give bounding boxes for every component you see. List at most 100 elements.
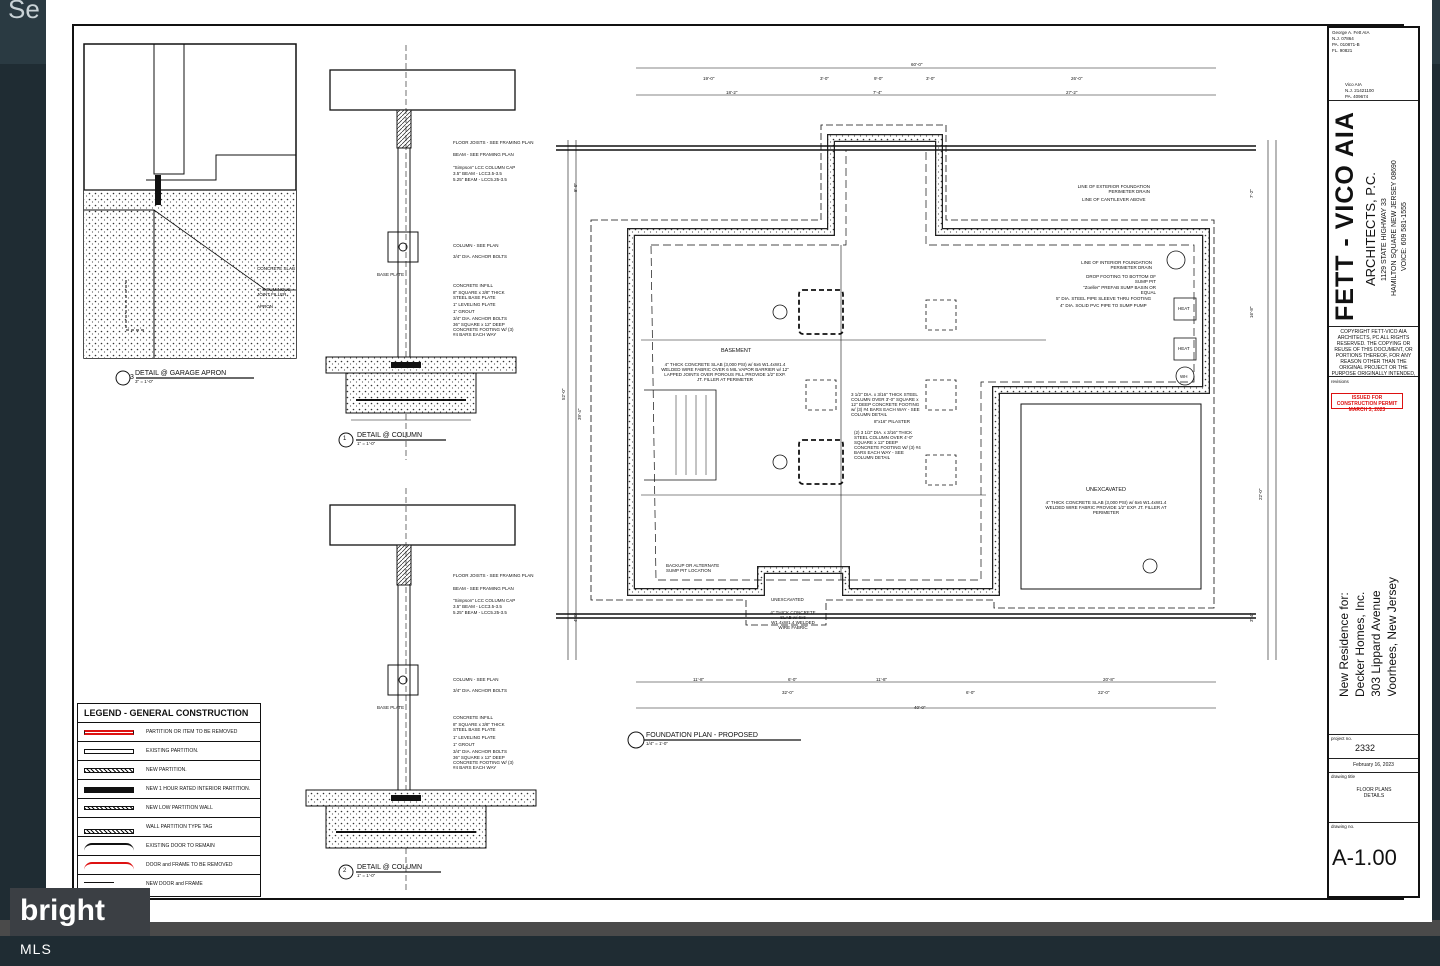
col2-note-anchor: 3/4" DIA. ANCHOR BOLTS (453, 688, 508, 693)
dim-bottom-overall: 40'-0" (914, 705, 926, 710)
col2-note-infill: CONCRETE INFILL (453, 715, 494, 720)
garage-apron-title: DETAIL @ GARAGE APRON (135, 370, 227, 377)
col2-note-plate: 8" SQUARE x 3/8" THICK STEEL BASE PLATE (453, 722, 505, 732)
col2-note-beam: BEAM - SEE FRAMING PLAN (453, 586, 514, 591)
dim-top: 9'-0" (874, 76, 883, 81)
drawing-linework (72, 24, 1404, 900)
col2-note-column: COLUMN - SEE PLAN (453, 677, 499, 682)
dim-bottom: 20'-8" (1103, 677, 1115, 682)
dim-top-overall: 60'-0" (911, 62, 923, 67)
col1-note-baseplate: BASE PLATE (377, 272, 405, 277)
dim-side: 22'-0" (1258, 488, 1263, 500)
col1-note-leveling: 1" LEVELING PLATE (453, 302, 496, 307)
drawing-number-cell: drawing no. A-1.00 (1329, 822, 1418, 898)
col1-note-anchor: 3/4" DIA. ANCHOR BOLTS (453, 254, 508, 259)
col2-note-leveling: 1" LEVELING PLATE (453, 735, 496, 740)
blueprint-sheet[interactable]: CONCRETE SLAB 1" BITUMINOUS JOINT FILLER… (46, 0, 1432, 922)
dim-bottom: 22'-0" (1098, 690, 1110, 695)
project-number-cell: project no. 2332 (1329, 734, 1418, 758)
dim-top: 3'-0" (820, 76, 829, 81)
col1-note-footing: 36" SQUARE x 12" DEEP CONCRETE FOOTING W… (453, 322, 514, 337)
firm-address-1: 1129 STATE HIGHWAY 33 (1381, 198, 1388, 281)
legend-row: NEW DOOR and FRAME (78, 875, 260, 894)
dim-bottom: 11'-8" (693, 677, 705, 682)
water-heater: WH (1180, 374, 1188, 379)
firm-sub: ARCHITECTS, P.C. (1363, 172, 1378, 286)
dim-top: 3'-0" (926, 76, 935, 81)
drain-note: 4" DIA. SOLID PVC PIPE TO SUMP PUMP (1060, 303, 1147, 308)
plan-title: FOUNDATION PLAN - PROPOSED (646, 732, 758, 739)
dim-top: 19'-0" (703, 76, 715, 81)
legend-row: NEW PARTITION. (78, 761, 260, 780)
col2-note-beam525: 5.25" BEAM - LCC5.25-3.5 (453, 610, 507, 615)
client-name: Decker Homes, Inc. (1353, 591, 1367, 696)
column-detail-1 (325, 45, 517, 460)
dim-side: 16'-8" (1249, 306, 1254, 318)
drain-note: "Zoeller" PREFAB SUMP BASIN OR EQUAL (1083, 285, 1156, 295)
column-note-1: 3 1/2" DIA. x 3/16" THICK STEEL COLUMN O… (851, 392, 920, 417)
title-block: George A. Fett AIA N.J. 07864 PA. 010871… (1327, 26, 1420, 898)
col1-note-beam35: 3.5" BEAM - LCC3.5-3.5 (453, 171, 502, 176)
firm-address-2: HAMILTON SQUARE NEW JERSEY 08690 (1391, 160, 1398, 296)
project-city: Voorhees, New Jersey (1385, 576, 1399, 696)
unexcavated-label: UNEXCAVATED (1086, 487, 1127, 493)
drain-note: LINE OF CANTILEVER ABOVE (1082, 197, 1146, 202)
col2-note-baseplate: BASE PLATE (377, 705, 405, 710)
legend-row: WALL PARTITION TYPE TAG (78, 818, 260, 837)
garage-apron-scale: 3" = 1'-0" (135, 379, 154, 384)
dim-bottom: 6'-0" (966, 690, 975, 695)
col1-note-infill: CONCRETE INFILL (453, 283, 494, 288)
col1-note-column: COLUMN - SEE PLAN (453, 243, 499, 248)
drawing-title-cell: drawing title FLOOR PLANS DETAILS (1329, 772, 1418, 822)
col1-note-grout: 1" GROUT (453, 309, 475, 314)
background-footer (0, 920, 1440, 936)
col1-note-beam: BEAM - SEE FRAMING PLAN (453, 152, 514, 157)
col1-note-joists: FLOOR JOISTS - SEE FRAMING PLAN (453, 140, 534, 145)
col1-note-beam525: 5.25" BEAM - LCC5.25-3.5 (453, 177, 507, 182)
legend-row: NEW 1 HOUR RATED INTERIOR PARTITION. (78, 780, 260, 799)
dim-top: 18'-2" (726, 90, 738, 95)
dim-top: 26'-0" (1071, 76, 1083, 81)
firm-name: FETT - VICO AIA (1331, 111, 1359, 321)
col1-note-plate: 8" SQUARE x 3/8" THICK STEEL BASE PLATE (453, 290, 505, 300)
dim-bottom: 11'-8" (876, 677, 888, 682)
heat-unit-1: HEAT (1178, 306, 1190, 311)
dim-side: 7'-2" (1249, 189, 1254, 198)
architect-info: George A. Fett AIA N.J. 07864 PA. 010871… (1332, 30, 1370, 53)
col2-note-beam35: 3.5" BEAM - LCC3.5-3.5 (453, 604, 502, 609)
revisions-label: revisions (1331, 379, 1349, 384)
dim-side: 8'-0" (573, 183, 578, 192)
column-detail-2 (305, 488, 537, 890)
drain-note: 5" DIA. STEEL PIPE SLEEVE THRU FOOTING (1056, 296, 1152, 301)
unexcavated-small-note: 4" THICK CONCRETE SLAB w/ 6x6 W1.4xW1.4 … (770, 610, 816, 630)
dim-top: 7'-4" (873, 90, 882, 95)
project-number: 2332 (1355, 743, 1376, 753)
drawing-title: FLOOR PLANS DETAILS (1356, 787, 1392, 799)
legend-panel: LEGEND - GENERAL CONSTRUCTION PARTITION … (77, 703, 261, 897)
col2-note-cap: "Simpson" LCC COLUMN CAP (453, 598, 516, 603)
foundation-plan (556, 67, 1277, 709)
col2-note-bolts: 3/4" DIA. ANCHOR BOLTS (453, 749, 508, 754)
legend-row: NEW LOW PARTITION WALL (78, 799, 260, 818)
col2-note-footing: 36" SQUARE x 12" DEEP CONCRETE FOOTING W… (453, 755, 514, 770)
apron-note-slab: CONCRETE SLAB (257, 266, 296, 271)
garage-apron-detail (83, 43, 297, 359)
legend-row: PARTITION OR ITEM TO BE REMOVED (78, 723, 260, 742)
project-date: February 16, 2023 (1329, 758, 1418, 772)
drain-note: DROP FOOTING TO BOTTOM OF SUMP PIT (1086, 274, 1156, 284)
apron-note-joint: 1" BITUMINOUS JOINT FILLER (257, 287, 291, 297)
column1-scale: 1" = 1'-0" (357, 441, 376, 446)
dim-bottom: 6'-0" (788, 677, 797, 682)
watermark-suffix: MLS (20, 941, 52, 957)
copyright: COPYRIGHT FETT-VICO AIA ARCHITECTS, PC A… (1329, 326, 1418, 376)
watermark-brand: bright (20, 894, 105, 927)
drawing-number: A-1.00 (1332, 845, 1397, 870)
sump-note: BACKUP OR ALTERNATE SUMP PIT LOCATION (666, 563, 720, 573)
unexcavated-small-label: UNEXCAVATED (771, 597, 804, 602)
column1-number: 1 (343, 436, 347, 442)
project-label: New Residence for: (1337, 592, 1351, 696)
col2-note-joists: FLOOR JOISTS - SEE FRAMING PLAN (453, 573, 534, 578)
dim-side: 4'-0" (573, 613, 578, 622)
heat-unit-2: HEAT (1178, 346, 1190, 351)
project-street: 303 Lippard Avenue (1369, 590, 1383, 696)
